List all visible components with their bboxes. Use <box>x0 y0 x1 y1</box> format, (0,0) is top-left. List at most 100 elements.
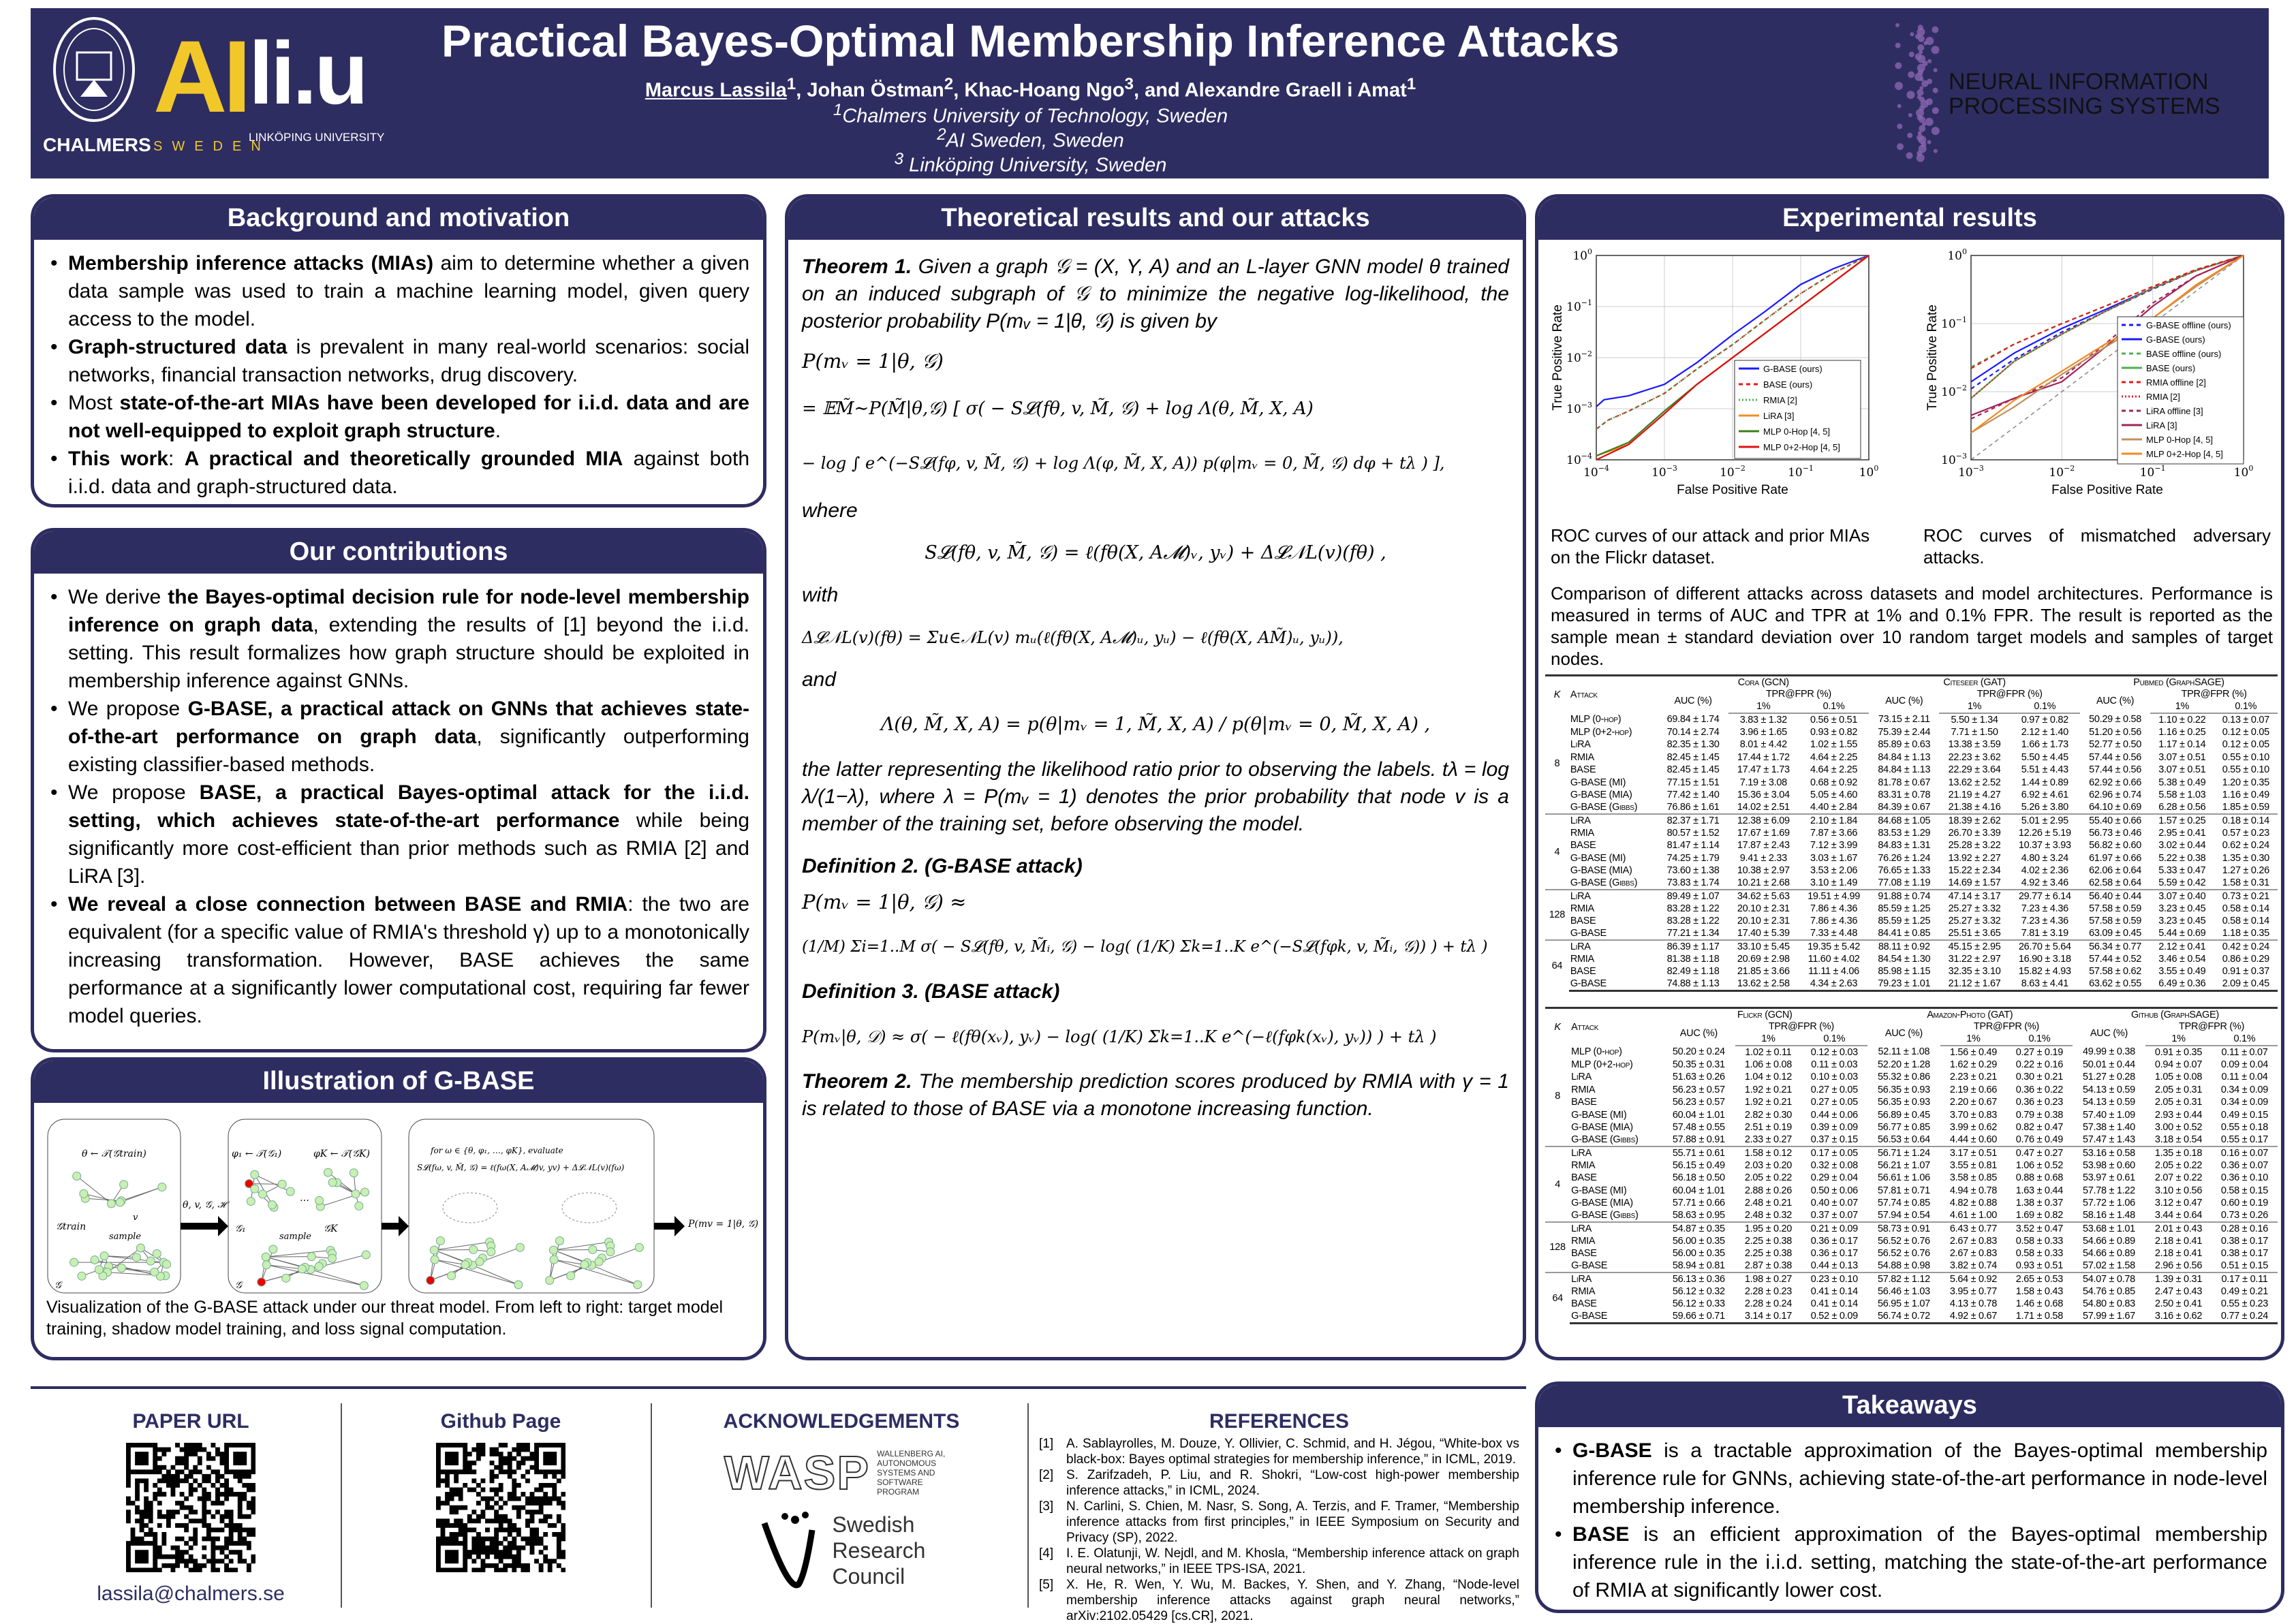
qr-module <box>140 1478 144 1483</box>
table-cell: 5.38 ± 0.49 <box>2150 777 2214 790</box>
qr-module <box>140 1550 144 1555</box>
paper-qr-code[interactable] <box>126 1443 255 1572</box>
table-cell: 77.42 ± 1.40 <box>1658 789 1728 802</box>
qr-module <box>521 1456 525 1461</box>
qr-module <box>211 1546 215 1550</box>
author-name: Khac-Hoang Ngo <box>964 80 1124 102</box>
table-cell: 4.61 ± 1.00 <box>1940 1210 2006 1223</box>
graph-node <box>247 1198 255 1206</box>
qr-module <box>534 1510 539 1514</box>
qr-module <box>543 1443 548 1448</box>
gk-label: 𝒢K <box>324 1223 339 1234</box>
qr-module <box>238 1537 243 1542</box>
table-cell: 73.83 ± 1.74 <box>1658 877 1728 890</box>
qr-module <box>224 1488 229 1493</box>
qr-module <box>211 1483 215 1488</box>
attack-name: LiRA <box>1570 1071 1662 1084</box>
table-cell: 0.28 ± 0.16 <box>2212 1222 2278 1235</box>
table-cell: 3.10 ± 0.56 <box>2145 1185 2212 1198</box>
qr-module <box>516 1546 521 1550</box>
graph-edge <box>434 1249 473 1250</box>
qr-module <box>548 1559 553 1563</box>
table-cell: 60.04 ± 1.01 <box>1662 1185 1735 1198</box>
qr-module <box>552 1461 557 1465</box>
table-cell: 1.69 ± 0.82 <box>2006 1210 2073 1223</box>
qr-module <box>463 1532 467 1537</box>
qr-module <box>166 1474 171 1479</box>
qr-module <box>184 1456 189 1461</box>
legend-label: BASE offline (ours) <box>2146 349 2221 359</box>
table-cell: 13.92 ± 2.27 <box>1939 852 2009 865</box>
list-item: Graph-structured data is prevalent in ma… <box>48 333 749 389</box>
attack-name: BASE <box>1569 839 1658 852</box>
qr-module <box>135 1537 140 1542</box>
graph-node <box>282 1274 290 1282</box>
qr-module <box>539 1501 544 1505</box>
qr-module <box>494 1537 499 1542</box>
qr-module <box>471 1567 476 1572</box>
table-cell: 74.25 ± 1.79 <box>1658 852 1728 865</box>
table-cell: 2.05 ± 0.22 <box>1735 1172 1801 1185</box>
panel-title: Takeaways <box>1538 1385 2281 1427</box>
qr-module <box>140 1559 144 1563</box>
table-cell: 63.09 ± 0.45 <box>2080 928 2150 941</box>
qr-module <box>229 1492 234 1497</box>
qr-module <box>503 1443 508 1448</box>
neurips-dot <box>1906 91 1914 99</box>
qr-module <box>149 1505 153 1510</box>
table-cell: 3.99 ± 0.62 <box>1940 1121 2006 1134</box>
qr-module <box>247 1527 251 1532</box>
qr-module <box>450 1510 454 1514</box>
table-cell: 2.67 ± 0.83 <box>1940 1247 2006 1260</box>
table-cell: 85.89 ± 0.63 <box>1869 738 1939 751</box>
qr-module <box>238 1541 243 1546</box>
qr-module <box>184 1550 189 1555</box>
qr-module <box>548 1469 553 1474</box>
table-cell: 4.13 ± 0.78 <box>1940 1298 2006 1311</box>
table-cell: 77.15 ± 1.51 <box>1658 777 1728 790</box>
qr-module <box>220 1546 225 1550</box>
table-cell: 0.36 ± 0.17 <box>1801 1247 1867 1260</box>
arrows <box>181 1216 685 1236</box>
qr-module <box>126 1478 131 1483</box>
qr-module <box>135 1483 140 1488</box>
qr-module <box>161 1474 166 1479</box>
table-cell: 1.02 ± 0.11 <box>1735 1046 1801 1059</box>
qr-module <box>157 1465 162 1470</box>
table-cell: 7.86 ± 4.36 <box>1799 915 1869 928</box>
graph-node <box>580 1261 589 1269</box>
qr-module <box>436 1546 441 1550</box>
attack-name: RMIA <box>1570 1285 1662 1298</box>
qr-module <box>251 1527 255 1532</box>
text: We propose <box>68 698 188 720</box>
qr-module <box>215 1537 220 1542</box>
v-label: v <box>133 1213 138 1223</box>
reference-list: [1]A. Sablayrolles, M. Douze, Y. Ollivie… <box>1039 1436 1519 1624</box>
qr-module <box>198 1469 202 1474</box>
github-qr-code[interactable] <box>436 1443 565 1572</box>
qr-module <box>211 1514 215 1519</box>
graph-node <box>278 1180 286 1188</box>
dataset-header: Github (GraphSAGE) <box>2073 1008 2278 1021</box>
qr-module <box>193 1478 198 1483</box>
neurips-dot <box>1934 149 1938 153</box>
neurips-dot <box>1910 32 1914 36</box>
k-value: 8 <box>1545 1046 1570 1146</box>
qr-module <box>184 1559 189 1563</box>
qr-module <box>220 1474 225 1479</box>
table-cell: 6.43 ± 0.77 <box>1940 1222 2006 1235</box>
qr-module <box>534 1541 539 1546</box>
attack-name: LiRA <box>1569 940 1658 953</box>
qr-module <box>490 1550 495 1555</box>
qr-module <box>153 1559 157 1563</box>
qr-module <box>454 1478 459 1483</box>
table-cell: 1.44 ± 0.89 <box>2010 777 2080 790</box>
table-cell: 3.95 ± 0.77 <box>1940 1285 2006 1298</box>
qr-module <box>126 1555 131 1559</box>
contact-email[interactable]: lassila@chalmers.se <box>41 1582 341 1606</box>
qr-module <box>251 1555 255 1559</box>
x-tick-label: 100 <box>2234 464 2254 480</box>
qr-module <box>548 1483 553 1488</box>
